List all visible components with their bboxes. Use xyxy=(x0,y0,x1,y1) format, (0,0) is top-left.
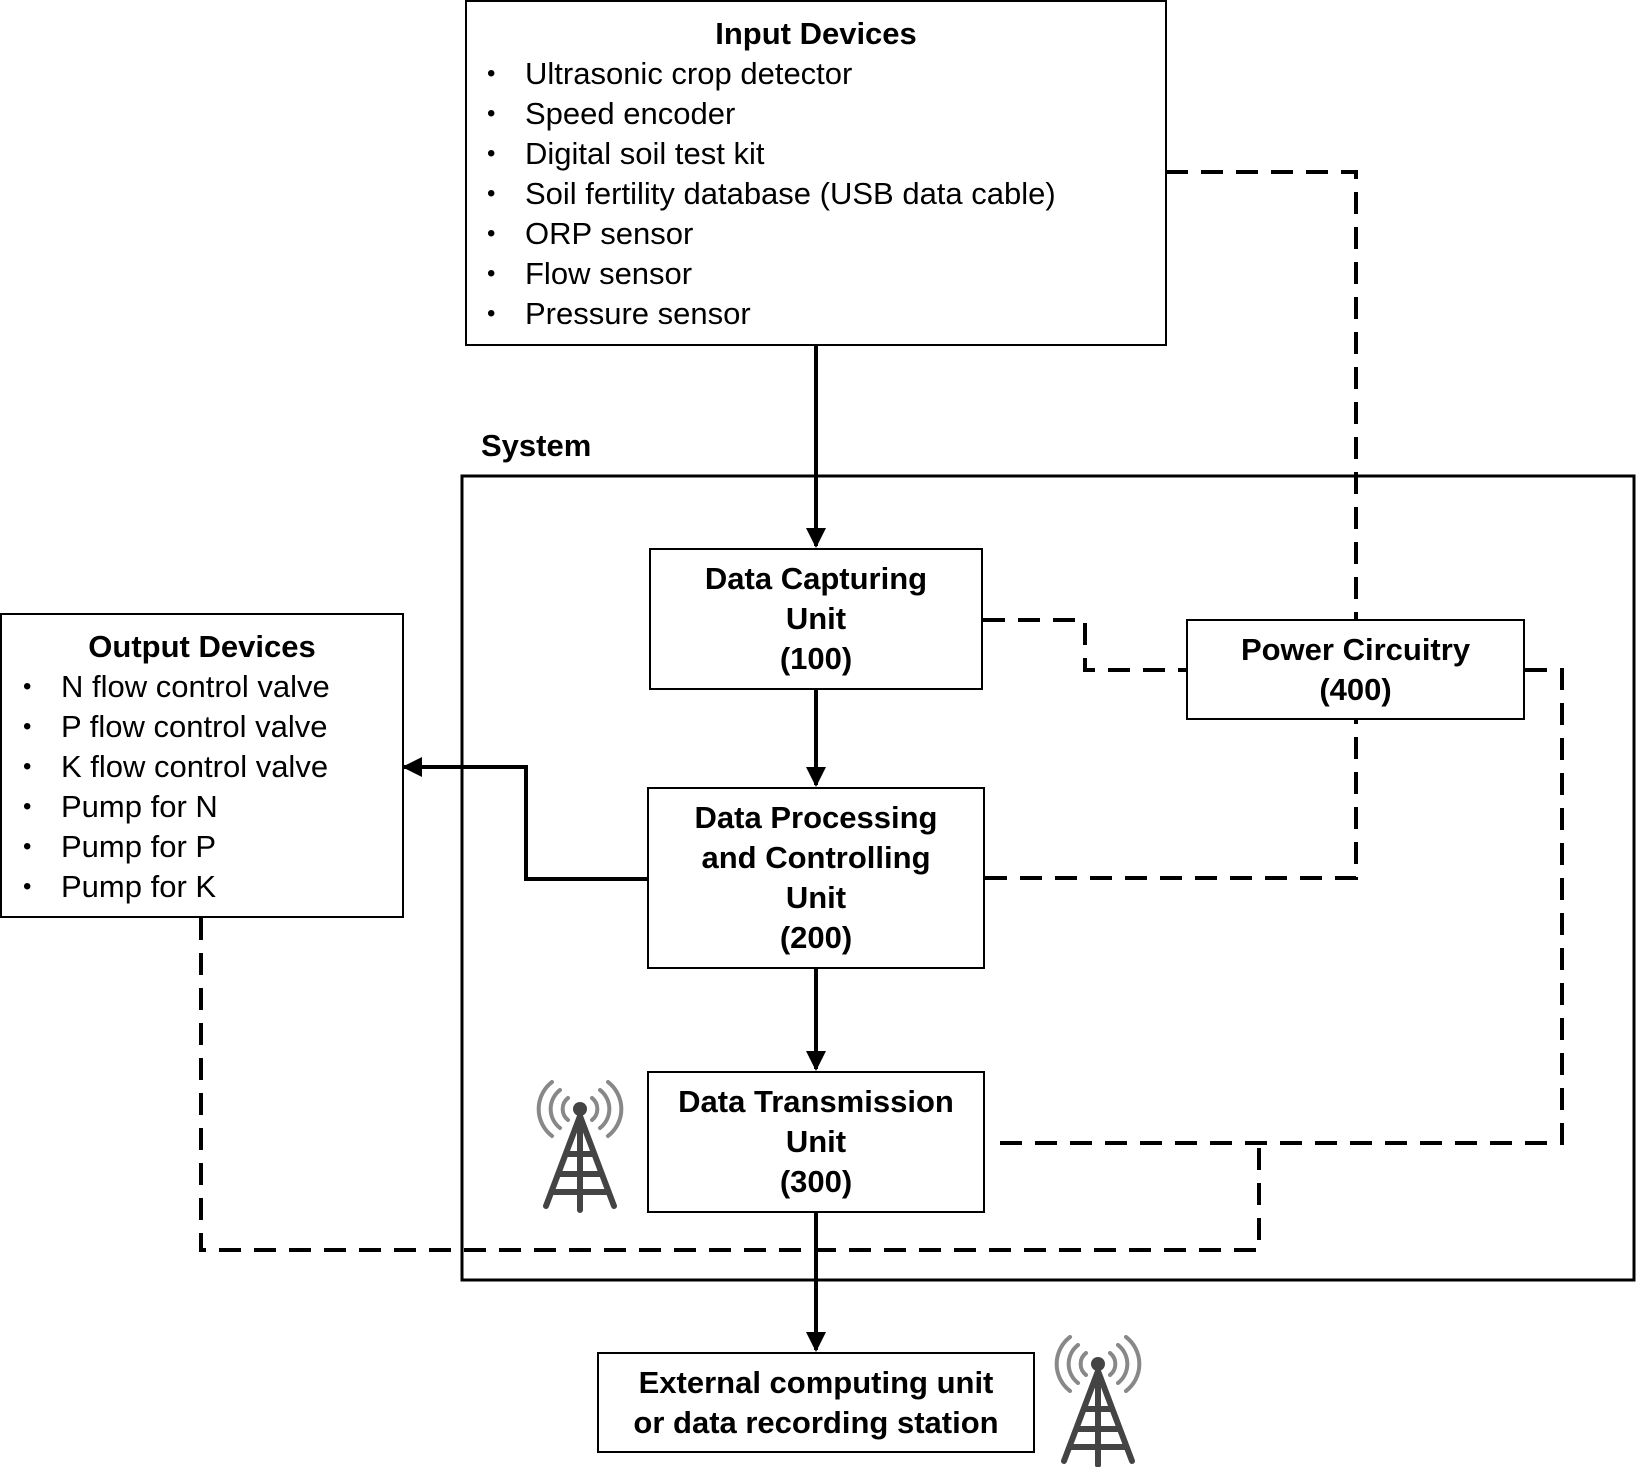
output-devices-title: Output Devices xyxy=(88,629,316,664)
output-device-item: N flow control valve xyxy=(23,667,402,707)
output-device-item: Pump for N xyxy=(23,787,402,827)
input-device-item: Speed encoder xyxy=(487,94,1165,134)
external-computing-unit: External computing unit or data recordin… xyxy=(597,1352,1035,1453)
input-devices-box: Input Devices Ultrasonic crop detector S… xyxy=(465,0,1167,346)
output-device-item: Pump for K xyxy=(23,867,402,907)
unit-number: (400) xyxy=(1319,671,1392,707)
power-line-input xyxy=(1166,170,1358,619)
unit-label: and Controlling xyxy=(701,840,931,875)
system-label: System xyxy=(481,428,592,463)
data-transmission-unit: Data Transmission Unit (300) xyxy=(647,1071,985,1213)
radio-tower-icon xyxy=(1054,1335,1142,1467)
data-capturing-unit: Data Capturing Unit (100) xyxy=(649,548,983,690)
output-device-item: P flow control valve xyxy=(23,707,402,747)
unit-label: Unit xyxy=(785,880,847,915)
unit-number: (300) xyxy=(779,1164,853,1199)
input-devices-title: Input Devices xyxy=(715,16,917,51)
output-devices-box: Output Devices N flow control valve P fl… xyxy=(0,613,404,918)
unit-label: Data Transmission xyxy=(678,1084,954,1119)
unit-label: Unit xyxy=(785,601,847,636)
unit-number: (100) xyxy=(779,641,853,676)
input-device-item: Digital soil test kit xyxy=(487,134,1165,174)
unit-number: (200) xyxy=(779,920,853,955)
output-device-item: Pump for P xyxy=(23,827,402,867)
input-device-item: ORP sensor xyxy=(487,214,1165,254)
input-devices-list: Ultrasonic crop detector Speed encoder D… xyxy=(487,54,1165,334)
external-label: or data recording station xyxy=(633,1404,999,1440)
radio-tower-icon xyxy=(536,1080,624,1213)
power-line-capturing xyxy=(983,618,1186,672)
input-device-item: Soil fertility database (USB data cable) xyxy=(487,174,1165,214)
unit-label: Power Circuitry xyxy=(1240,631,1471,667)
data-processing-unit: Data Processing and Controlling Unit (20… xyxy=(647,787,985,969)
power-circuitry: Power Circuitry (400) xyxy=(1186,619,1525,720)
unit-label: Data Capturing xyxy=(704,561,928,596)
power-line-processing xyxy=(985,720,1358,880)
system-boundary xyxy=(460,474,1636,1282)
external-label: External computing unit xyxy=(638,1364,994,1400)
unit-label: Data Processing xyxy=(694,800,938,835)
unit-label: Unit xyxy=(785,1124,847,1159)
power-line-output xyxy=(199,918,1261,1252)
input-device-item: Pressure sensor xyxy=(487,294,1165,334)
input-device-item: Ultrasonic crop detector xyxy=(487,54,1165,94)
output-devices-list: N flow control valve P flow control valv… xyxy=(23,667,402,907)
input-device-item: Flow sensor xyxy=(487,254,1165,294)
output-device-item: K flow control valve xyxy=(23,747,402,787)
arrow-processing-to-output xyxy=(402,757,647,881)
power-line-transmission xyxy=(998,668,1564,1145)
